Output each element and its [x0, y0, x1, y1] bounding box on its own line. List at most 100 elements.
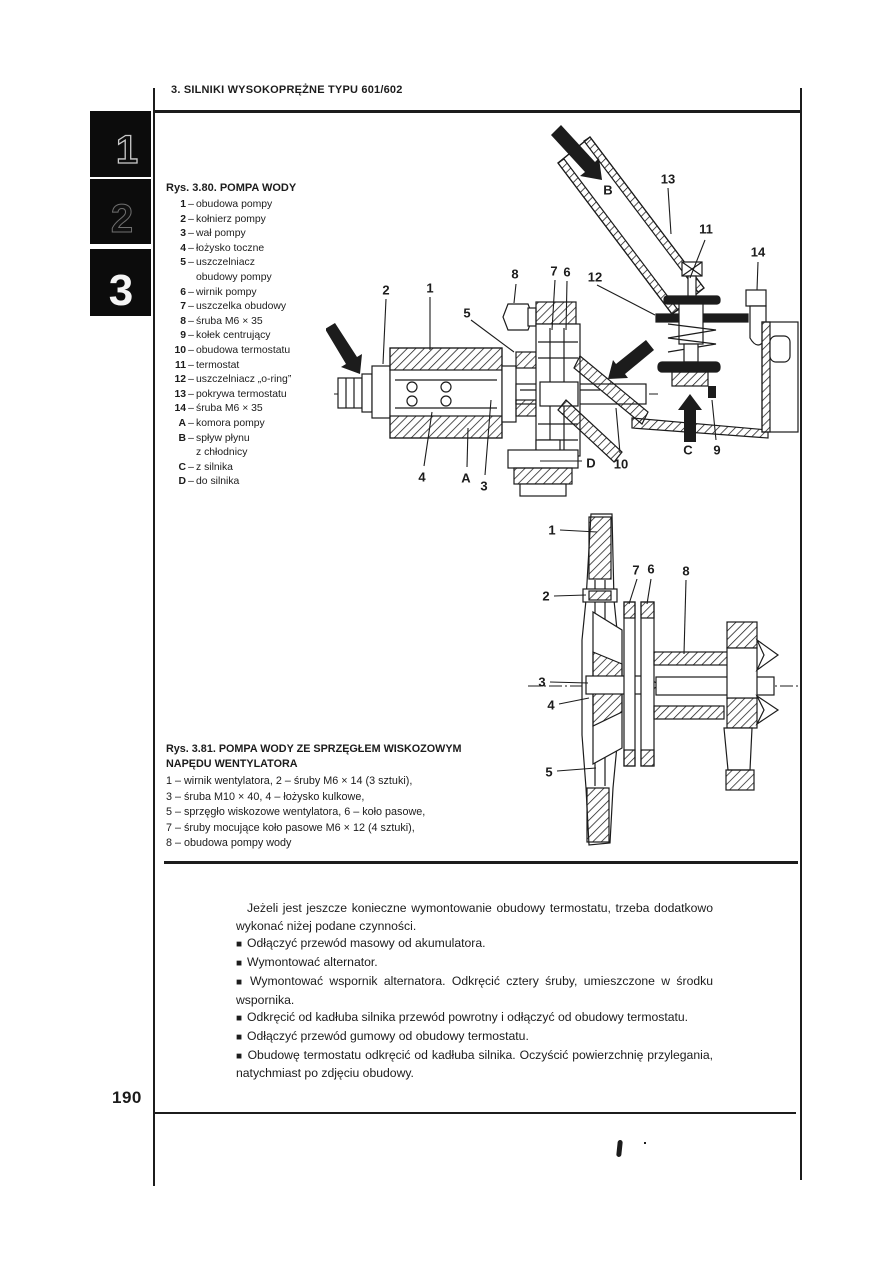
- legend-item: D–do silnika: [166, 475, 344, 490]
- legend-key: D: [178, 476, 186, 488]
- svg-text:1: 1: [116, 128, 138, 172]
- bullet-square-icon: ■: [236, 958, 243, 970]
- legend-dash: –: [188, 403, 194, 415]
- fig381-callout-8: 8: [682, 563, 690, 579]
- legend-dash: –: [188, 359, 194, 371]
- svg-text:2: 2: [111, 197, 133, 241]
- fig381-callout-1: 1: [548, 522, 556, 538]
- fig380-callout-2: 2: [382, 282, 390, 298]
- fig380-callout-1: 1: [426, 280, 434, 296]
- legend-item: 1–obudowa pompy: [166, 198, 344, 213]
- legend-item: 2–kołnierz pompy: [166, 213, 344, 228]
- procedure-step: ■Obudowę termostatu odkręcić od kadłuba …: [236, 1047, 713, 1083]
- legend-dash: –: [188, 301, 194, 313]
- legend-dash: –: [188, 213, 194, 225]
- tab-2-digit: 2: [110, 197, 133, 242]
- fig381-leaders: [549, 529, 687, 772]
- legend-text: śruba M6 × 35: [196, 315, 263, 327]
- legend-text: kołek centrujący: [196, 330, 271, 342]
- pump-shaft-assembly: [337, 347, 647, 439]
- fig381-callout-6: 6: [647, 561, 655, 577]
- legend-text: uszczelniacz „o-ring”: [196, 374, 292, 386]
- legend-item: 10–obudowa termostatu: [166, 344, 344, 359]
- legend-key: 13: [174, 388, 186, 400]
- legend-dash: –: [188, 344, 194, 356]
- tab-3-digit: 3: [109, 266, 133, 315]
- fig380-callout-4: 4: [418, 469, 426, 485]
- legend-text: uszczelka obudowy: [196, 301, 287, 313]
- legend-key: 5: [180, 257, 186, 269]
- legend-item: A–komora pompy: [166, 417, 344, 432]
- legend-line: 1 – wirnik wentylatora, 2 – śruby M6 × 1…: [166, 775, 413, 787]
- legend-key: 7: [180, 301, 186, 313]
- left-vertical-rule: [153, 88, 155, 1186]
- legend-item: 12–uszczelniacz „o-ring”: [166, 373, 344, 388]
- procedure-step: ■Odłączyć przewód gumowy od obudowy term…: [236, 1028, 713, 1047]
- legend-item: 9–kołek centrujący: [166, 329, 344, 344]
- fig381-title: Rys. 3.81. POMPA WODY ZE SPRZĘGŁEM WISKO…: [166, 743, 462, 770]
- fig380-callout-C: C: [683, 442, 693, 458]
- legend-item: 6–wirnik pompy: [166, 286, 344, 301]
- legend-item: 13–pokrywa termostatu: [166, 388, 344, 403]
- legend-item: 7–uszczelka obudowy: [166, 300, 344, 315]
- fig380-callout-3: 3: [480, 478, 488, 494]
- fig381-callout-7: 7: [632, 562, 640, 578]
- bullet-square-icon: ■: [236, 1050, 243, 1062]
- legend-line: 7 – śruby mocujące koło pasowe M6 × 12 (…: [166, 821, 415, 834]
- legend-key: 14: [174, 403, 186, 415]
- legend-text: wirnik pompy: [196, 286, 257, 298]
- flow-arrow-c: [678, 394, 702, 442]
- legend-line: 8 – obudowa pompy wody: [166, 837, 292, 850]
- sidebar-tab-1: 1: [90, 111, 151, 177]
- fig380-callout-D: D: [586, 455, 596, 471]
- legend-dash: –: [188, 388, 194, 400]
- legend-key: 11: [175, 359, 186, 371]
- legend-text: pokrywa termostatu: [196, 388, 287, 400]
- fig380-callout-14: 14: [750, 244, 766, 260]
- procedure-step: ■Wymontować wspornik alternatora. Odkręc…: [236, 973, 713, 1009]
- radiator-pipe: [557, 136, 705, 315]
- fig380-callout-A: A: [461, 470, 471, 486]
- legend-line: 5 – sprzęgło wiskozowe wentylatora, 6 – …: [166, 806, 426, 819]
- fig381-diagram: [528, 513, 798, 846]
- figure-divider-rule: [164, 861, 798, 864]
- procedure-step-text: Odłączyć przewód masowy od akumulatora.: [247, 936, 486, 951]
- legend-text: kołnierz pompy: [196, 213, 266, 225]
- fig380-callout-8: 8: [511, 266, 519, 282]
- flow-arrow-left: [326, 323, 362, 374]
- legend-dash: –: [188, 417, 194, 429]
- bullet-square-icon: ■: [236, 939, 243, 951]
- legend-text: wał pompy: [196, 228, 246, 240]
- procedure-intro: Jeżeli jest jeszcze konieczne wymontowan…: [236, 901, 713, 933]
- fig380-callout-11: 11: [699, 221, 713, 237]
- legend-text: obudowa pompy: [196, 199, 273, 210]
- fig380-callout-13: 13: [660, 171, 676, 187]
- legend-text: śruba M6 × 35: [196, 403, 263, 415]
- fig380-diagram: [326, 125, 799, 497]
- page-number: 190: [112, 1088, 142, 1107]
- fig380-title: Rys. 3.80. POMPA WODY: [166, 182, 297, 194]
- legend-text: komora pompy: [196, 417, 265, 429]
- legend-dash: –: [188, 476, 194, 488]
- legend-text: termostat: [196, 359, 240, 371]
- sidebar-tab-3: 3: [90, 249, 151, 316]
- right-vertical-rule: [800, 88, 802, 1180]
- legend-text: spływ płynu z chłodnicy: [196, 432, 250, 459]
- legend-dash: –: [188, 242, 194, 254]
- procedure-step: ■Odkręcić od kadłuba silnika przewód pow…: [236, 1009, 713, 1028]
- procedure-step-text: Wymontować wspornik alternatora. Odkręci…: [236, 973, 713, 1007]
- fig381-legend: Rys. 3.81. POMPA WODY ZE SPRZĘGŁEM WISKO…: [166, 742, 478, 852]
- running-header: 3. SILNIKI WYSOKOPRĘŻNE TYPU 601/602: [171, 84, 403, 96]
- svg-text:3: 3: [109, 266, 133, 315]
- legend-text: obudowa termostatu: [196, 344, 291, 356]
- procedure-text: Jeżeli jest jeszcze konieczne wymontowan…: [236, 900, 713, 1083]
- fig380-callout-6: 6: [563, 264, 571, 280]
- legend-dash: –: [188, 286, 194, 298]
- legend-dash: –: [188, 432, 194, 444]
- legend-item: B–spływ płynu z chłodnicy: [166, 432, 344, 461]
- legend-text: łożysko toczne: [196, 242, 265, 254]
- procedure-step-text: Odkręcić od kadłuba silnika przewód powr…: [247, 1010, 689, 1025]
- fig381-callout-4: 4: [547, 697, 555, 713]
- fig380-leaders: [382, 187, 759, 476]
